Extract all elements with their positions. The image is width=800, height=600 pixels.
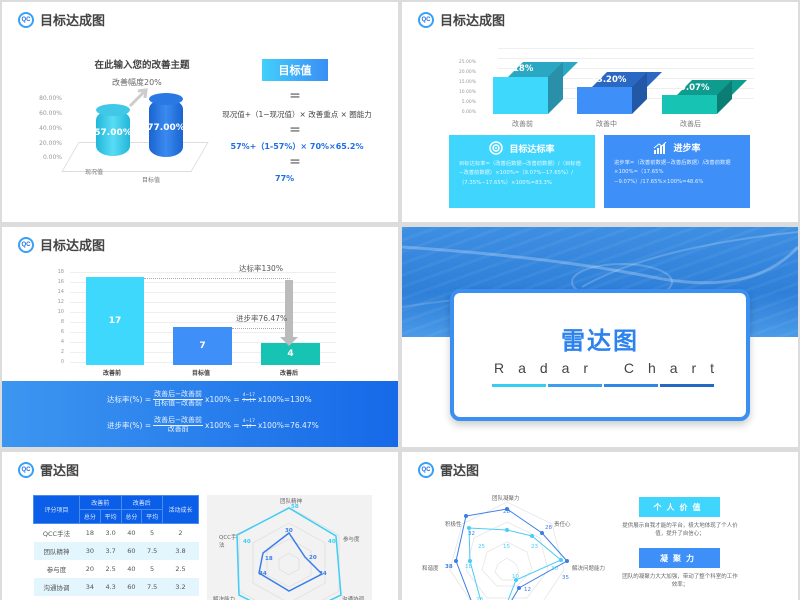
- slide-header: QC 目标达成图: [418, 10, 505, 29]
- bar-after: 4: [261, 343, 320, 365]
- qc-logo-icon: QC: [18, 236, 34, 253]
- y-tick: 40.00%: [39, 125, 62, 132]
- card-progress-rate: 进步率 进步率=（改善前数据−改善后数据）/改善前数据×100%=（17.65%…: [604, 135, 750, 208]
- slide-goal-3d-bars[interactable]: QC 目标达成图 25.00%20.00%15.00%10.00%5.00%0.…: [402, 2, 798, 222]
- bar-before: 18%: [493, 62, 578, 114]
- cohesion-badge: 凝聚力: [639, 548, 720, 568]
- slide-header: QC 雷达图: [418, 460, 479, 479]
- arrow-up-right-icon: [128, 88, 148, 108]
- radar-chart-panel: 团队精神 58 30 参与度 40 20 QCC手法 40 18 34 34 沟…: [207, 495, 372, 600]
- slide-title: 目标达成图: [440, 14, 506, 29]
- cohesion-desc: 团队的凝聚力大大加强，带动了整个科室的工作效率；: [622, 574, 738, 589]
- y-tick: 80.00%: [39, 95, 62, 102]
- section-title-cn: 雷达图: [561, 327, 639, 355]
- y-tick: 0.00%: [42, 154, 62, 161]
- slide-header: QC 目标达成图: [18, 235, 105, 254]
- cylinder-current: 57.00%: [94, 104, 132, 156]
- bar-before: 17: [86, 277, 144, 365]
- card-title: 目标达标率: [509, 144, 555, 155]
- slide-header: QC 目标达成图: [18, 10, 105, 29]
- x-label: 改善中: [596, 120, 617, 128]
- y-tick: 60.00%: [39, 110, 62, 117]
- bar-target: 7: [173, 327, 232, 365]
- gridline: [498, 58, 754, 59]
- card-title: 进步率: [673, 144, 701, 154]
- formula-result: 77%: [275, 174, 295, 183]
- radar-chart: [449, 501, 569, 600]
- guide-line: [232, 328, 292, 329]
- x-label: 改善后: [280, 370, 299, 377]
- guide-line: [144, 278, 290, 279]
- qc-logo-icon: QC: [18, 461, 34, 478]
- bar-during: 13.20%: [577, 72, 662, 114]
- formula-text: 现况值+（1−现况值）× 改善重点 × 圈能力: [222, 110, 372, 119]
- card-body: 目标达标率=（改善后数据−改善前数据）/（目标值−改善前数据）×100%=（9.…: [459, 161, 581, 186]
- improvement-label: 改善幅度20%: [112, 78, 162, 87]
- slide-goal-cylinder[interactable]: QC 目标达成图 在此输入您的改善主题 改善幅度20% 80.00% 60.00…: [2, 2, 398, 222]
- card-reach-rate: 目标达标率 目标达标率=（改善后数据−改善前数据）/（目标值−改善前数据）×10…: [449, 135, 595, 208]
- qc-logo-icon: QC: [418, 461, 434, 478]
- formula-values: 57%+（1-57%）× 70%×65.2%: [230, 142, 364, 151]
- gridline: [498, 48, 754, 49]
- bar-after: 9.07%: [662, 80, 747, 114]
- x-label: 改善前: [103, 370, 122, 377]
- slide-header: QC 雷达图: [18, 460, 79, 479]
- y-axis: 25.00%20.00%15.00%10.00%5.00%0.00%: [458, 60, 476, 115]
- qc-logo-icon: QC: [418, 11, 434, 28]
- progress-rate-label: 进步率76.47%: [236, 314, 288, 323]
- chart-floor: [61, 142, 209, 172]
- card-body: 进步率=（改善前数据−改善后数据）/改善前数据×100%=（17.65%−9.0…: [614, 160, 731, 185]
- cylinder-target: 77.00%: [147, 93, 185, 157]
- personal-value-desc: 提供展示自我才能的平台，极大地体现了个人价值，提升了自信心；: [622, 523, 738, 538]
- reach-rate-label: 达标率130%: [239, 264, 283, 273]
- equals-sign: =: [289, 88, 301, 104]
- radar-chart: [236, 506, 342, 600]
- slide-title: 目标达成图: [40, 239, 106, 254]
- slide-goal-bar-chart[interactable]: QC 目标达成图 18 16 14 12 10 8 6 4 2 0 17 7 4…: [2, 227, 398, 447]
- personal-value-badge: 个人价值: [639, 497, 720, 517]
- arrow-down-icon: [280, 337, 298, 346]
- slide-title: 目标达成图: [40, 14, 106, 29]
- growth-chart-icon: [654, 141, 667, 154]
- x-label: 现况值: [85, 169, 104, 176]
- arrow-shaft: [285, 280, 293, 338]
- x-label: 改善后: [680, 120, 701, 128]
- target-icon: [489, 141, 504, 155]
- slide-title: 雷达图: [40, 464, 80, 479]
- slide-radar-values[interactable]: QC 雷达图 团队凝聚力 责任心 解决问题能力 和谐度 积极性 28 15 28…: [402, 452, 798, 600]
- equals-sign: =: [289, 122, 301, 138]
- x-label: 改善前: [512, 120, 533, 128]
- equals-sign: =: [289, 154, 301, 170]
- x-label: 目标值: [142, 177, 161, 184]
- y-tick: 20.00%: [39, 140, 62, 147]
- slide-title: 雷达图: [440, 464, 480, 479]
- goal-value-box: 目标值: [262, 59, 328, 81]
- x-label: 目标值: [192, 370, 211, 377]
- gridline: [498, 68, 754, 69]
- slide-radar-table[interactable]: QC 雷达图 评分项目 改善前 改善后 活动成长 总分平均 总分平均 QCC手法…: [2, 452, 398, 600]
- qc-logo-icon: QC: [18, 11, 34, 28]
- y-axis: 18 16 14 12 10 8 6 4 2 0: [57, 269, 64, 365]
- chart-title: 在此输入您的改善主题: [94, 60, 190, 71]
- decorative-bars: [492, 384, 714, 387]
